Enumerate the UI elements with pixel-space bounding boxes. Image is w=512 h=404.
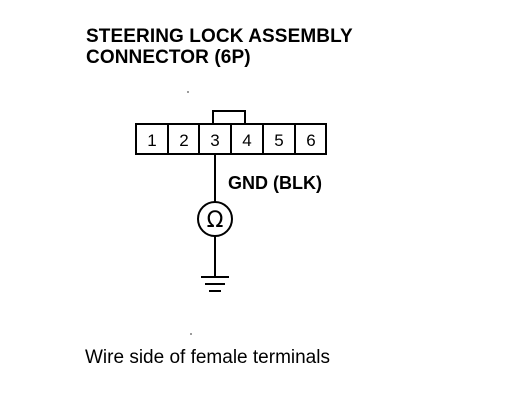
scan-speck xyxy=(190,333,192,335)
pin-numbers: 1 2 3 4 5 6 xyxy=(147,131,315,150)
pin-6-label: 6 xyxy=(306,131,315,150)
pin-5-label: 5 xyxy=(274,131,283,150)
diagram-title: STEERING LOCK ASSEMBLY CONNECTOR (6P) xyxy=(86,26,353,68)
ground-icon xyxy=(201,276,229,292)
title-line-2: CONNECTOR (6P) xyxy=(86,47,251,68)
ground-wire-label: GND (BLK) xyxy=(228,173,322,193)
pin-1-label: 1 xyxy=(147,131,156,150)
ohm-symbol: Ω xyxy=(207,208,224,233)
pin-4-label: 4 xyxy=(242,131,251,150)
connector-lock-tab xyxy=(212,110,246,124)
diagram-caption: Wire side of female terminals xyxy=(85,347,330,368)
pin-dividers xyxy=(167,124,296,154)
scan-speck xyxy=(187,91,189,93)
title-line-1: STEERING LOCK ASSEMBLY xyxy=(86,26,353,47)
pin-2-label: 2 xyxy=(179,131,188,150)
pin-3-label: 3 xyxy=(210,131,219,150)
